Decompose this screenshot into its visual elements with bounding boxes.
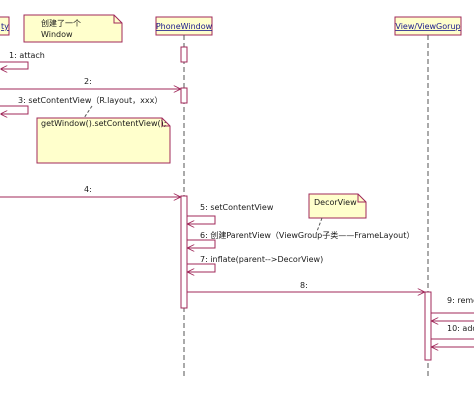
note-create-window-line2: Window — [41, 30, 73, 39]
message-8: 8: — [187, 281, 424, 292]
message-1-label: 1: attach — [9, 51, 45, 60]
message-1: 1: attach — [0, 51, 45, 69]
note-decor-view-text: DecorView — [314, 198, 357, 207]
message-3-label: 3: setContentView（R.layout，xxx） — [18, 96, 162, 105]
message-9-label: 9: remo — [447, 296, 474, 305]
message-2: 2: — [0, 77, 180, 89]
participant-view-group-label: View/ViewGorup — [395, 22, 460, 31]
activation-view-group — [424, 291, 432, 361]
message-4: 4: — [0, 185, 180, 197]
message-6-label: 6: 创建ParentView（ViewGroup子类——FrameLayout… — [200, 230, 414, 240]
note-get-window-text: getWindow().setContentView(); — [41, 119, 166, 128]
activation-phone-window-1 — [180, 46, 188, 63]
activation-phone-window-3 — [180, 195, 188, 309]
message-9: 9: remo — [431, 296, 474, 321]
participant-phone-window-label: PhoneWindow — [156, 22, 213, 31]
message-5: 5: setContentView — [187, 203, 274, 224]
participant-left: ty — [0, 16, 10, 36]
note-decor-view: DecorView — [308, 193, 367, 235]
note-create-window: 创建了一个 Window — [23, 14, 123, 43]
participant-view-group: View/ViewGorup — [394, 16, 462, 36]
message-5-label: 5: setContentView — [200, 203, 274, 212]
participant-left-label: ty — [1, 22, 9, 31]
note-create-window-line1: 创建了一个 — [41, 18, 81, 28]
message-7-label: 7: inflate(parent-->DecorView) — [200, 255, 323, 264]
message-10: 10: add — [431, 324, 474, 347]
message-3: 3: setContentView（R.layout，xxx） — [0, 96, 162, 114]
message-4-label: 4: — [84, 185, 92, 194]
participant-phone-window: PhoneWindow — [155, 16, 213, 36]
message-2-label: 2: — [84, 77, 92, 86]
note-get-window: getWindow().setContentView(); — [36, 105, 171, 164]
message-8-label: 8: — [300, 281, 308, 290]
activation-phone-window-2 — [180, 87, 188, 104]
message-7: 7: inflate(parent-->DecorView) — [187, 255, 323, 272]
message-10-label: 10: add — [447, 324, 474, 333]
message-6: 6: 创建ParentView（ViewGroup子类——FrameLayout… — [187, 230, 414, 248]
